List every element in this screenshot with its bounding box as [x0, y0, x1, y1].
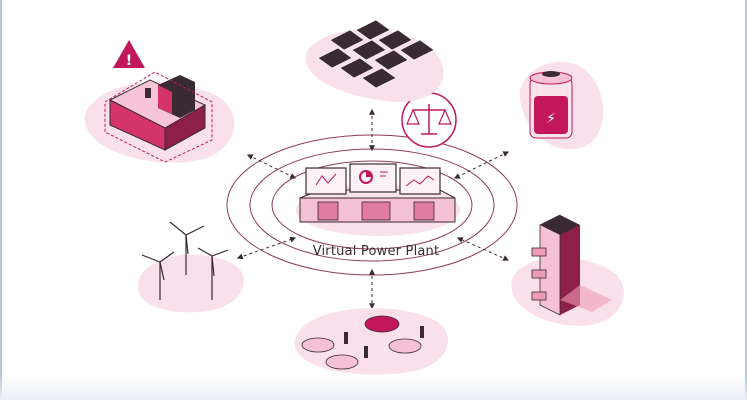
bottom-fade	[0, 376, 747, 400]
center-label: Virtual Power Plant	[312, 244, 440, 259]
warning-factory-icon	[84, 40, 235, 163]
electric-car-icon	[294, 308, 449, 375]
frame-border-right	[745, 0, 747, 400]
battery-bolt-glyph: ⚡	[546, 111, 556, 127]
wind-turbine-icon	[137, 221, 244, 313]
balance-scale-icon	[401, 92, 457, 148]
apartment-building-icon	[511, 214, 624, 326]
solar-panel-icon	[305, 19, 444, 102]
connector-arrows	[236, 108, 510, 310]
control-room	[296, 163, 460, 236]
monitor-desk-icon	[305, 163, 441, 195]
frame-border-left	[0, 0, 2, 400]
warning-glyph: !	[126, 53, 132, 69]
battery-icon	[519, 61, 604, 150]
